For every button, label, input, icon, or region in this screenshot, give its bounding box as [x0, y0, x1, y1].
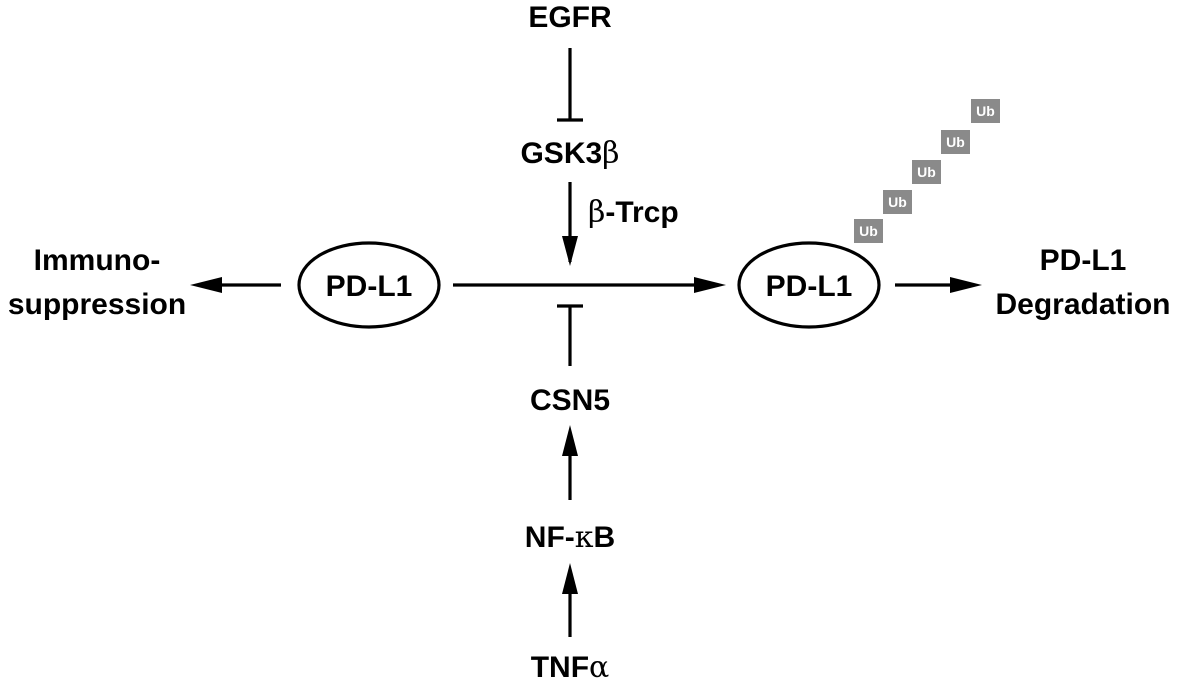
ubiquitin-label-1: Ub: [859, 223, 878, 239]
ubiquitin-label-3: Ub: [917, 164, 936, 180]
ubiquitin-box-4: [941, 130, 970, 154]
immunosuppression-label-line1: Immuno-: [34, 244, 161, 277]
ubiquitin-label-5: Ub: [976, 103, 995, 119]
ubiquitin-label-4: Ub: [946, 134, 965, 150]
tnfa-label: TNFα: [531, 650, 610, 685]
ubiquitin-label-2: Ub: [888, 194, 907, 210]
degradation-label-line2: Degradation: [995, 288, 1170, 321]
nfkb-label: NF-κB: [525, 520, 615, 555]
immunosuppression-arrowhead: [190, 277, 222, 293]
ubiquitin-chain: Ub Ub Ub Ub Ub: [854, 99, 1000, 243]
gsk3b-label: GSK3β: [520, 136, 619, 171]
pdl1-right-node: [737, 241, 881, 329]
immunosuppression-label-line2: suppression: [8, 288, 186, 321]
pdl1-left-label: PD-L1: [326, 270, 413, 303]
csn5-arrowhead: [562, 425, 578, 456]
ubiquitin-box-3: [912, 160, 941, 184]
csn5-label: CSN5: [530, 384, 610, 417]
pdl1-left-node: [297, 241, 441, 329]
btrcp-label: β-Trcp: [588, 195, 679, 230]
egfr-label: EGFR: [528, 1, 612, 34]
degradation-arrowhead: [950, 277, 982, 293]
degradation-label-line1: PD-L1: [1040, 244, 1127, 277]
gsk3b-arrowhead: [562, 236, 578, 266]
ub-pdl1-arrowhead: [694, 277, 726, 293]
nfkb-arrowhead: [562, 563, 578, 594]
ubiquitin-box-5: [971, 99, 1000, 123]
ubiquitin-box-1: [854, 219, 883, 243]
pdl1-right-label: PD-L1: [766, 270, 853, 303]
ubiquitin-box-2: [883, 190, 912, 214]
